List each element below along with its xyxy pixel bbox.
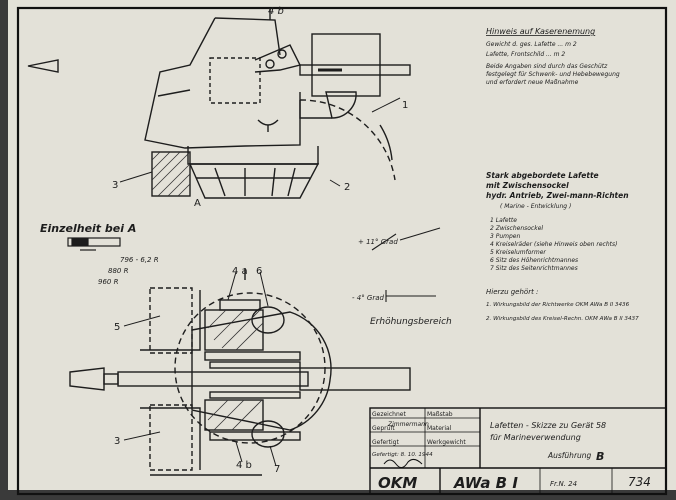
notes-header-line-1: Gewicht d. ges. Lafette ... m 2	[486, 41, 577, 48]
callout-3-plan: 3	[114, 436, 120, 447]
notes-header-note-1: Beide Angaben sind durch das Geschütz	[486, 63, 608, 70]
detail-title: Einzelheit bei A	[40, 222, 136, 235]
detail-dim-3: 960 R	[98, 278, 119, 286]
notes-header: Hinweis auf Kaserenemung	[486, 27, 595, 36]
elevation-indicator	[371, 227, 441, 302]
part-5: 5 Kreiselumformer	[490, 249, 546, 256]
elevation-minus: - 4° Grad	[352, 294, 385, 302]
notes-header-note-2: festgelegt für Schwenk- und Hebebewegung	[486, 71, 620, 78]
detail-dim-2: 880 R	[108, 267, 129, 275]
tb-title-1: Lafetten - Skizze zu Gerät 58	[490, 421, 606, 430]
title-block	[369, 407, 667, 495]
tb-variant: B	[596, 450, 604, 463]
notes-header-note-3: und erfordert neue Maßnahme	[486, 79, 579, 86]
related-2: 2. Wirkungsbild des Kreisel-Rechn. OKM A…	[486, 316, 639, 322]
side-view	[27, 8, 411, 199]
plan-hatch	[207, 309, 264, 431]
elevation-label: Erhöhungsbereich	[370, 317, 452, 327]
callout-3-top: 3	[112, 180, 118, 191]
detail-a-sketch	[67, 237, 121, 251]
callout-6: 6	[256, 266, 262, 277]
sheet-border	[16, 6, 668, 496]
tb-variant-label: Ausführung	[547, 451, 592, 460]
callout-1-top: 1	[402, 100, 408, 111]
notes-title-2: mit Zwischensockel	[486, 181, 569, 190]
leader-lines-top	[119, 97, 401, 187]
detail-dim-1: 796 - 6,2 R	[120, 256, 159, 264]
plan-view	[69, 268, 411, 476]
part-1: 1 Lafette	[490, 217, 517, 224]
related-header: Hierzu gehört :	[486, 288, 538, 296]
elevation-plus: + 11° Grad	[358, 238, 398, 246]
tb-label-made: Gefertigt	[372, 439, 399, 446]
part-6: 6 Sitz des Höhenrichtmannes	[490, 257, 578, 264]
part-4: 4 Kreiselräder (siehe Hinweis oben recht…	[490, 241, 617, 248]
callout-5: 5	[114, 322, 120, 333]
part-7: 7 Sitz des Seitenrichtmannes	[490, 265, 578, 272]
tb-drawn-by: Zimmermann	[387, 421, 429, 428]
tb-org: OKM	[378, 474, 417, 492]
tb-title-2: für Marineverwendung	[490, 433, 581, 442]
tb-label-scale: Maßstab	[427, 411, 453, 418]
callout-7: 7	[274, 464, 280, 475]
tb-office: AWa B I	[453, 474, 518, 492]
notes-header-line-2: Lafette, Frontschild ... m 2	[486, 51, 565, 58]
notes-title-4: ( Marine - Entwicklung )	[500, 203, 571, 210]
tb-signature	[383, 458, 423, 468]
tb-label-weight: Werkgewicht	[427, 439, 466, 446]
callout-2-top: 2	[344, 182, 350, 193]
label-a: A	[194, 198, 201, 209]
notes-title-1: Stark abgebordete Lafette	[486, 171, 599, 180]
callout-4a: 4 a	[232, 266, 248, 277]
notes-title-3: hydr. Antrieb, Zwei-mann-Richten	[486, 191, 629, 200]
part-3: 3 Pumpen	[490, 233, 520, 240]
leader-lines-bottom	[123, 271, 277, 467]
related-1: 1. Wirkungsbild der Richtwerke OKM AWa B…	[486, 302, 630, 308]
tb-label-drawn: Gezeichnet	[372, 411, 406, 418]
tb-date-note: Gefertigt: 8. 10. 1944	[372, 452, 433, 458]
callout-4b: 4 b	[236, 460, 252, 471]
pump-hatch	[151, 151, 191, 197]
scan-edge-left	[0, 0, 8, 500]
tb-sheet-ref: Fr.N. 24	[550, 480, 577, 488]
tb-number: 734	[628, 475, 651, 489]
tb-label-material: Material	[427, 425, 452, 432]
tb-label-checked: Geprüft	[372, 425, 395, 432]
part-2: 2 Zwischensockel	[490, 225, 543, 232]
top-dimension: 4 b	[268, 6, 284, 17]
